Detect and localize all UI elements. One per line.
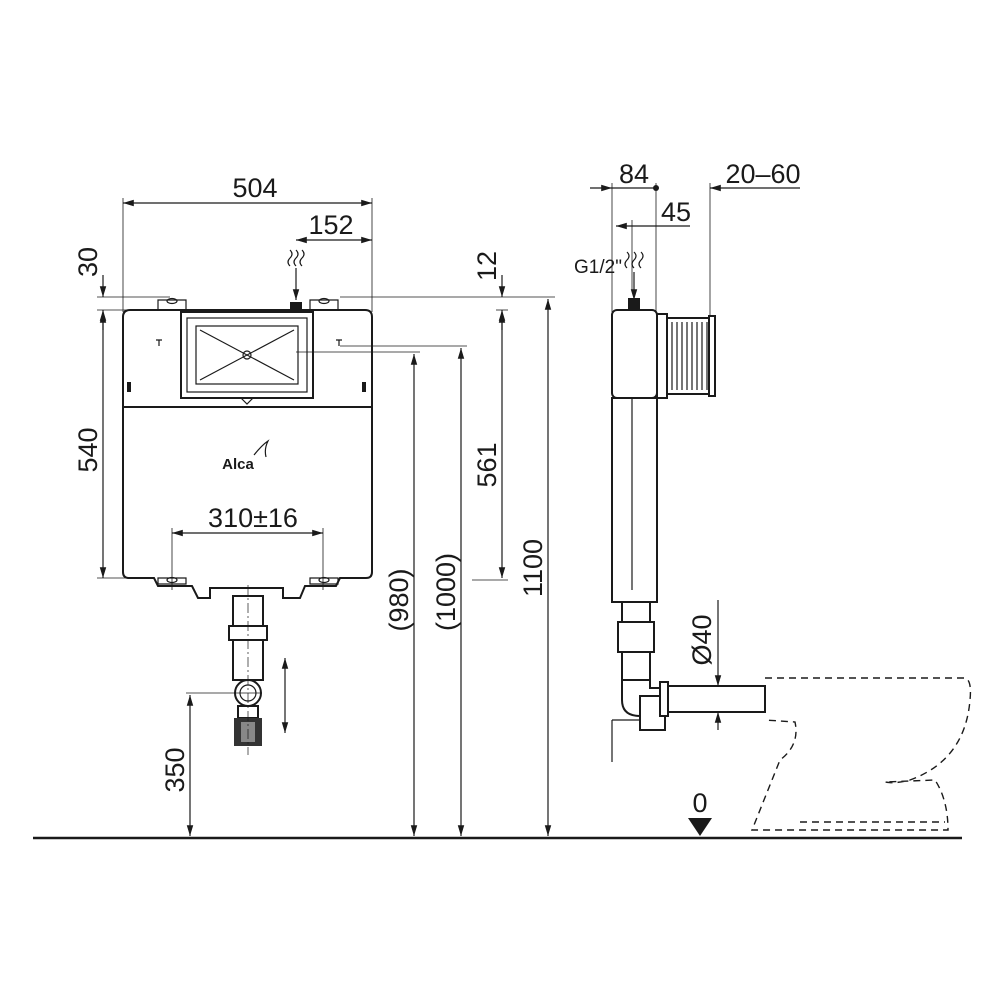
dim-adjust: 20–60 bbox=[725, 159, 800, 189]
alca-logo: Alca bbox=[222, 456, 254, 473]
dim-inner-height: 561 bbox=[472, 442, 502, 487]
dim-1000: (1000) bbox=[431, 553, 461, 631]
floor-level-label: 0 bbox=[692, 788, 707, 818]
dim-inlet-depth: 45 bbox=[661, 197, 691, 227]
dim-lug-spacing: 310±16 bbox=[208, 503, 298, 533]
dim-980: (980) bbox=[384, 568, 414, 631]
toilet-bowl-outline bbox=[750, 677, 972, 831]
side-view-cistern bbox=[611, 298, 766, 762]
dim-pipe-diameter: Ø40 bbox=[687, 614, 717, 665]
floor-level-marker bbox=[688, 818, 712, 836]
dim-depth: 84 bbox=[619, 159, 649, 189]
front-view-cistern bbox=[122, 297, 373, 746]
dim-inlet-offset: 152 bbox=[308, 210, 353, 240]
inlet-thread-label: G1/2" bbox=[574, 257, 622, 278]
dim-drain-height: 350 bbox=[160, 747, 190, 792]
dim-width: 504 bbox=[232, 173, 277, 203]
dim-tank-height: 540 bbox=[73, 427, 103, 472]
dim-1100: 1100 bbox=[518, 539, 548, 597]
dim-lug-height: 30 bbox=[73, 247, 103, 277]
dim-top-offset: 12 bbox=[472, 251, 502, 281]
